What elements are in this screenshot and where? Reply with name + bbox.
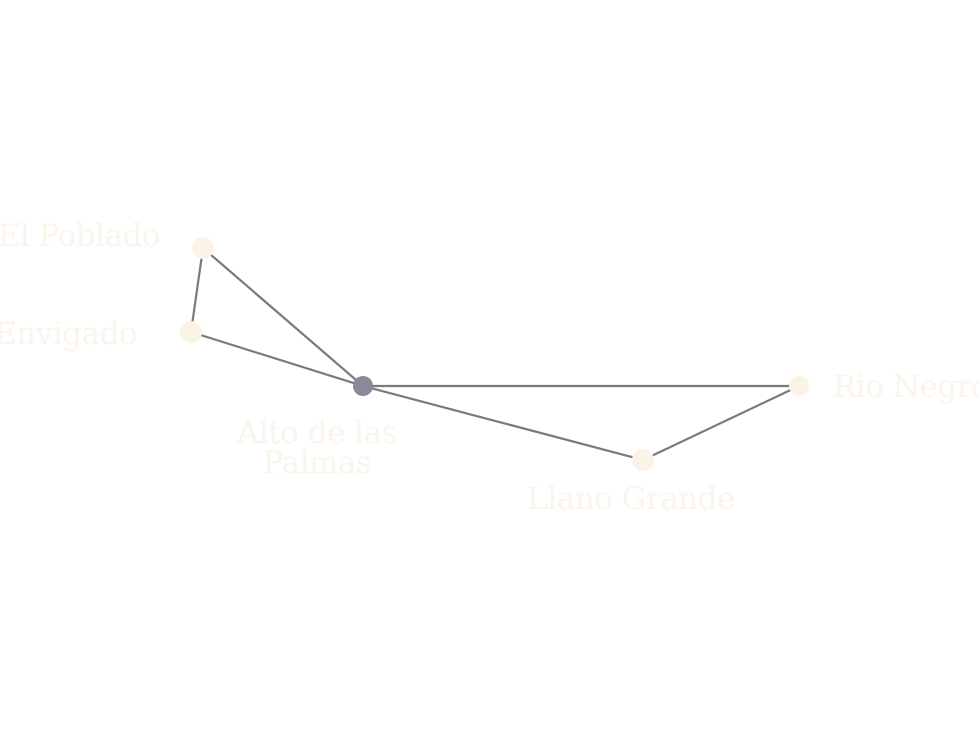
- node-label-llano-grande: Llano Grande: [527, 481, 735, 517]
- node-llano-grande[interactable]: [632, 449, 654, 471]
- edge-envigado-to-alto-de-las-palmas: [189, 330, 365, 388]
- node-label-envigado: Envigado: [0, 316, 137, 352]
- edge-el-poblado-to-envigado: [189, 246, 205, 334]
- edge-el-poblado-to-alto-de-las-palmas: [201, 246, 365, 388]
- node-alto-de-las-palmas[interactable]: [353, 376, 373, 396]
- edge-alto-de-las-palmas-to-llano-grande: [361, 384, 645, 462]
- node-label-rio-negro: Rio Negro: [833, 369, 979, 405]
- node-label-line: Palmas: [263, 445, 372, 481]
- nodes-layer: [180, 237, 809, 471]
- node-envigado[interactable]: [180, 321, 202, 343]
- node-el-poblado[interactable]: [192, 237, 214, 259]
- node-label-line: Alto de las: [236, 415, 397, 451]
- edges-layer: [189, 246, 801, 462]
- node-rio-negro[interactable]: [789, 376, 809, 396]
- edge-llano-grande-to-rio-negro: [641, 384, 801, 462]
- node-label-el-poblado: El Poblado: [0, 218, 160, 254]
